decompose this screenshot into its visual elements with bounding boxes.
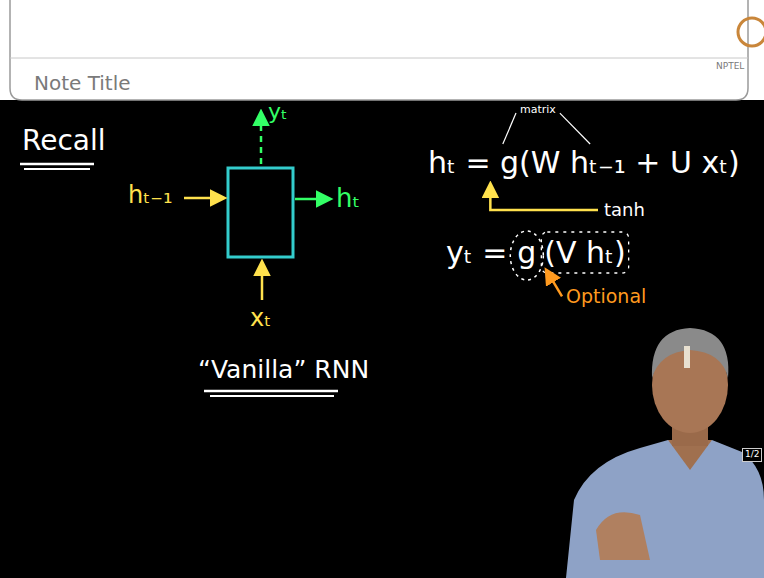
underline xyxy=(20,163,94,166)
header-rule xyxy=(10,58,748,59)
underline xyxy=(210,395,334,397)
model-name: “Vanilla” RNN xyxy=(198,356,369,384)
underline xyxy=(204,390,338,393)
hidden-input-arrow xyxy=(184,197,224,200)
underline xyxy=(24,168,90,170)
equation: yₜ = xyxy=(446,236,507,269)
signal-label: hₜ₋₁ xyxy=(128,182,173,208)
note-title: Note Title xyxy=(34,72,131,94)
annotation: tanh xyxy=(604,200,645,220)
signal-label: hₜ xyxy=(336,184,360,213)
signal-label: xₜ xyxy=(250,305,271,331)
brace-line xyxy=(560,113,590,144)
rnn-cell xyxy=(228,168,293,257)
output-arrow xyxy=(260,112,263,164)
lecturer-figure xyxy=(566,328,764,578)
page-number: 1/2 xyxy=(742,448,762,462)
equation: g xyxy=(517,236,536,269)
logo-text: NPTEL xyxy=(716,62,744,72)
input-arrow xyxy=(261,262,264,300)
header-outline xyxy=(10,0,748,100)
dashed-ring xyxy=(510,231,543,280)
header-band xyxy=(0,0,764,100)
brace-line xyxy=(503,113,516,144)
equation: (V hₜ) xyxy=(544,236,625,269)
leader-arrow xyxy=(546,270,562,296)
annotation: Optional xyxy=(566,286,646,307)
hidden-output-arrow xyxy=(295,198,330,201)
heading-label: Recall xyxy=(22,126,106,157)
leader-arrow xyxy=(490,184,598,210)
annotation: matrix xyxy=(520,104,556,116)
signal-label: yₜ xyxy=(268,100,288,124)
equation: hₜ = g(W hₜ₋₁ + U xₜ) xyxy=(428,146,740,179)
logo-mark xyxy=(738,18,764,46)
dashed-bracket xyxy=(541,232,628,273)
